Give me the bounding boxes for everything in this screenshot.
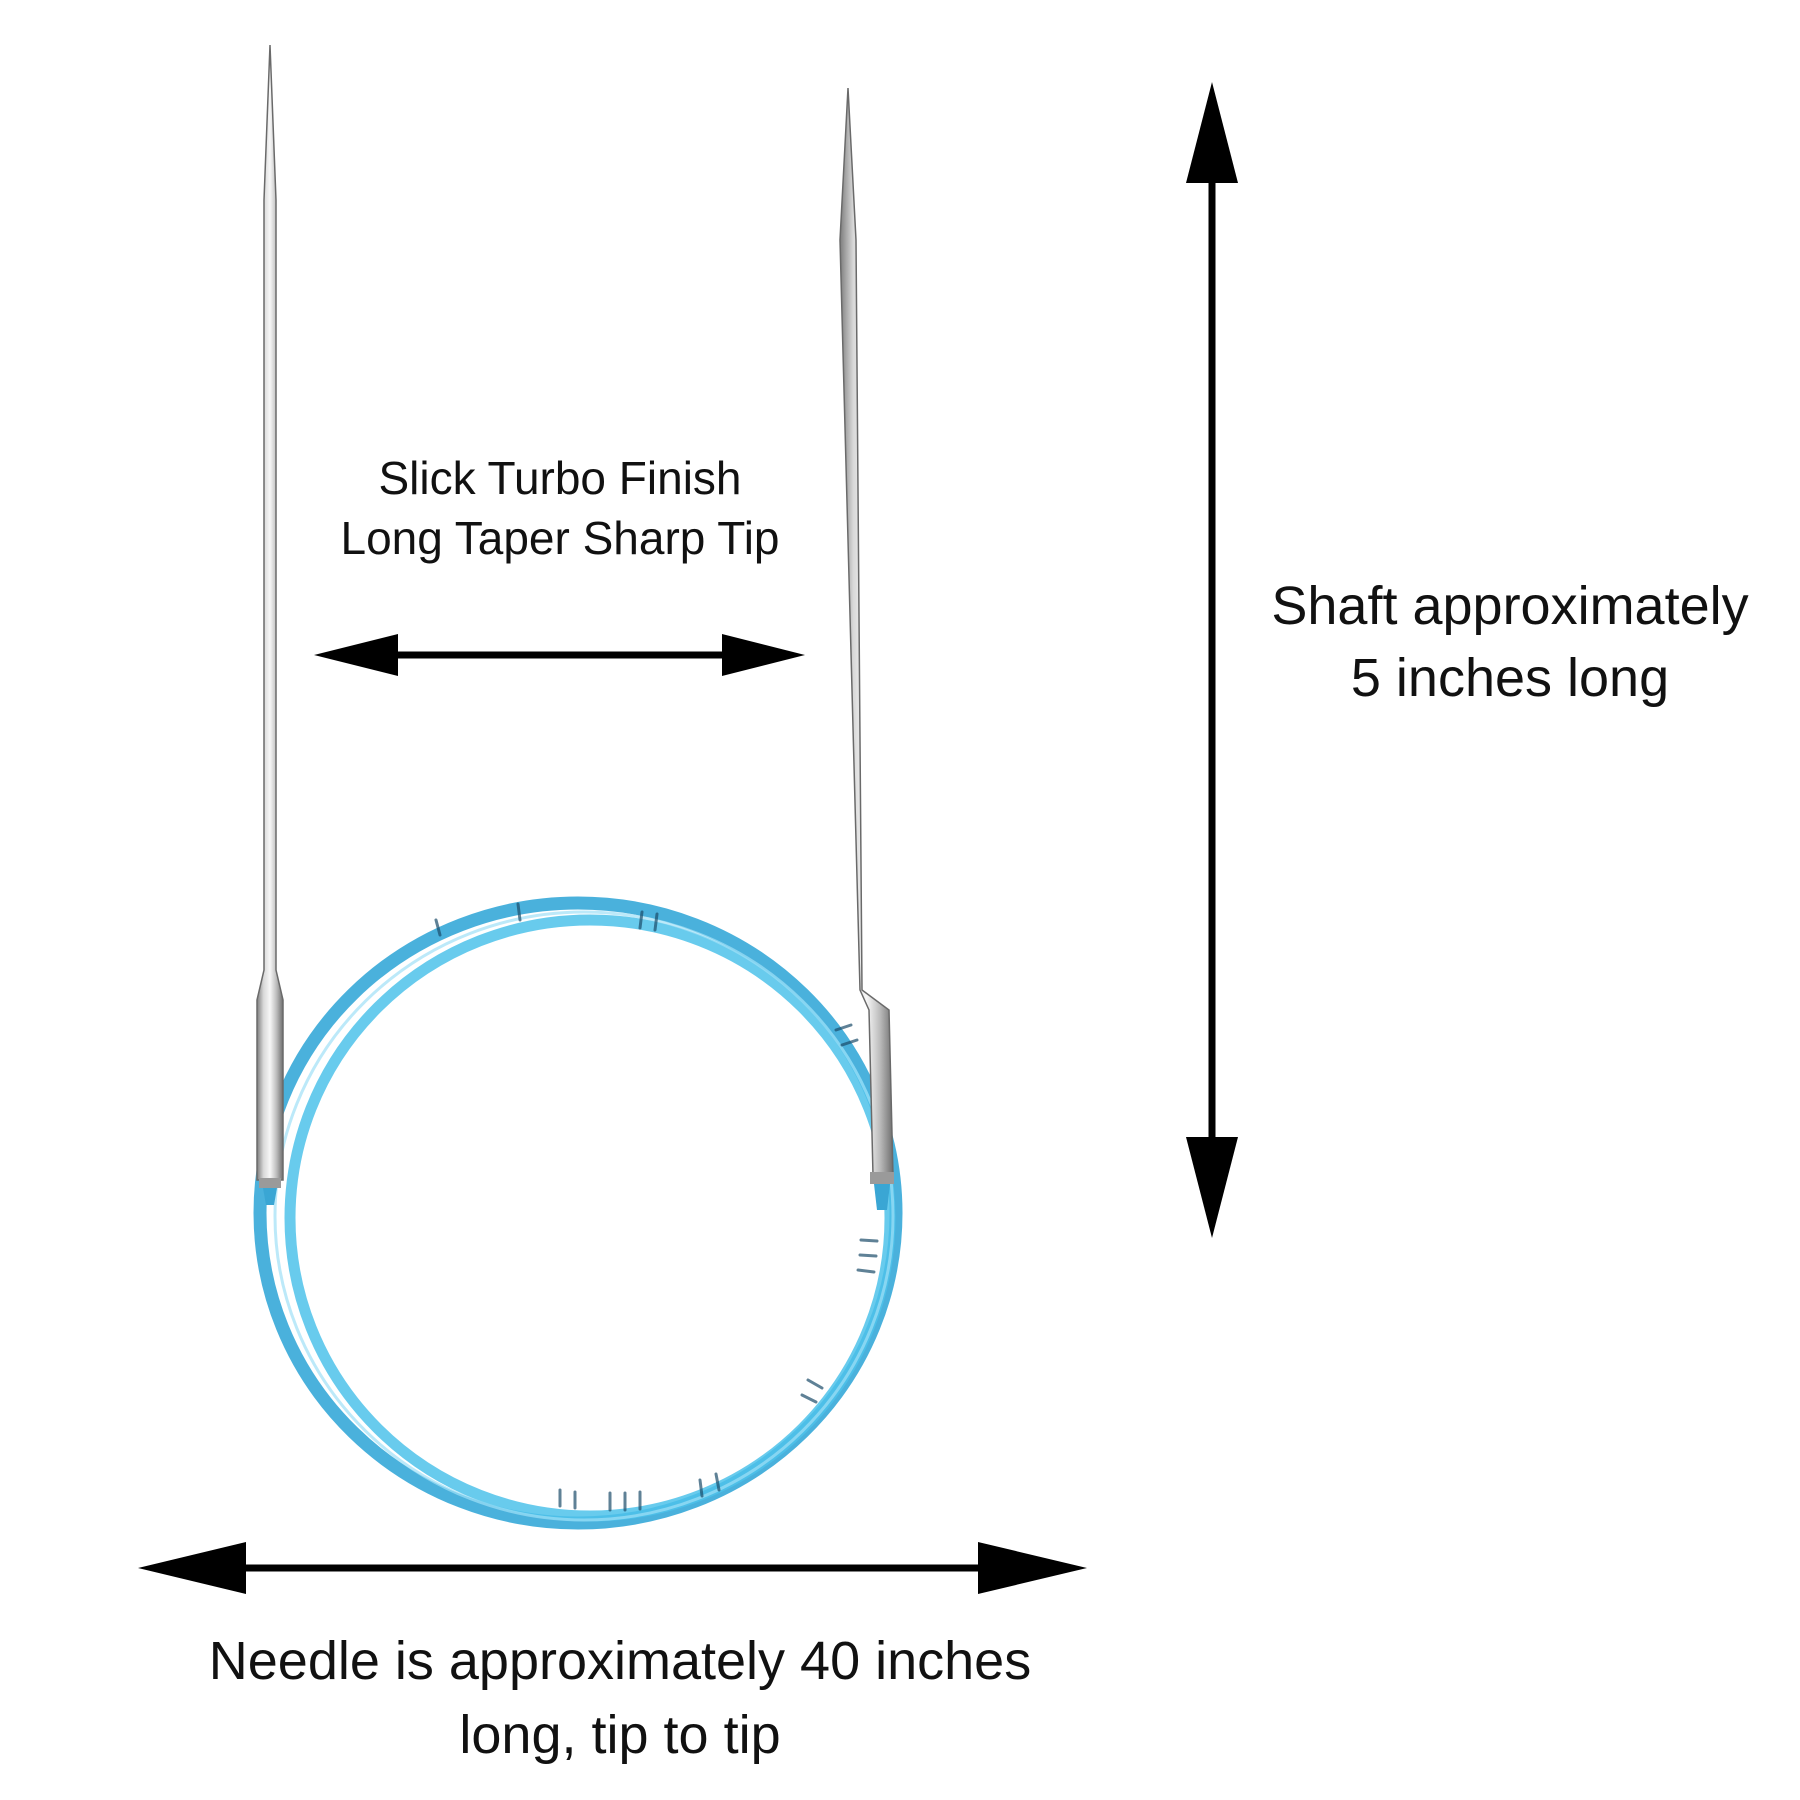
shaft-label: Shaft approximately 5 inches long [1230,570,1790,714]
right-needle [839,87,894,1210]
taper-arrow-icon [314,634,805,676]
taper-label-line1: Slick Turbo Finish [378,452,742,504]
length-label-line1: Needle is approximately 40 inches [208,1631,1032,1691]
cable-loop-outer [253,896,903,1530]
taper-label: Slick Turbo Finish Long Taper Sharp Tip [290,448,830,568]
cable-print-marks [434,902,879,1512]
shaft-label-line2: 5 inches long [1350,648,1670,708]
cable-loop-inner [284,914,896,1522]
shaft-label-line1: Shaft approximately [1271,576,1749,636]
shaft-arrow-icon [1186,82,1238,1238]
length-arrow-icon [138,1542,1087,1594]
length-label: Needle is approximately 40 inches long, … [120,1624,1120,1772]
taper-label-line2: Long Taper Sharp Tip [340,512,780,564]
left-needle [256,44,284,1205]
cable [253,896,903,1530]
length-label-line2: long, tip to tip [459,1705,781,1765]
